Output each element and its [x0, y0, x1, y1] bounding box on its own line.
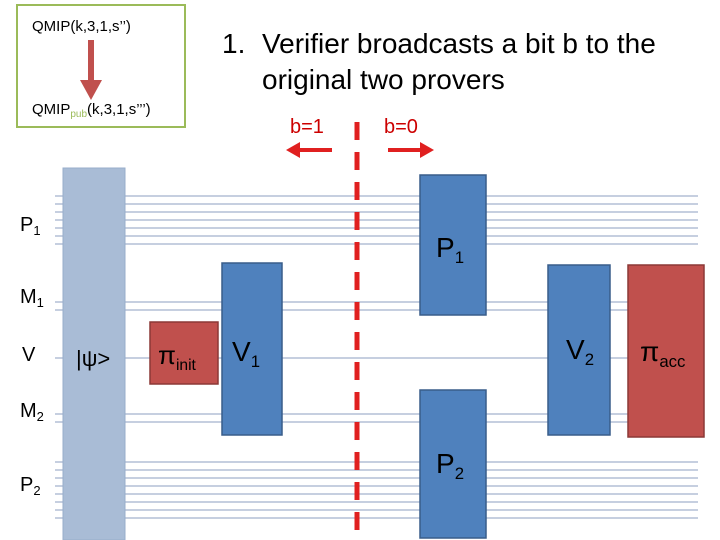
right-arrow: [388, 142, 434, 158]
pi-acc-box: [627, 264, 705, 438]
step-line-2: original two provers: [262, 64, 505, 95]
left-arrow: [286, 142, 332, 158]
row-label-m1: M1: [20, 286, 44, 310]
row-label-v: V: [22, 344, 36, 366]
v2-label: V2: [566, 334, 595, 369]
row-label-m2: M2: [20, 400, 44, 424]
p2-box: [419, 389, 487, 539]
pi-acc-label: πacc: [640, 336, 686, 371]
wire-group: [55, 195, 698, 519]
pi-init-label: πinit: [158, 340, 196, 374]
state-label: |ψ>: [76, 346, 111, 371]
step-number: 1.: [222, 28, 246, 59]
bit-label-right: b=0: [384, 116, 418, 138]
p2-label: P2: [436, 448, 465, 483]
row-label-p1: P1: [20, 214, 41, 238]
v1-box: [221, 262, 283, 436]
row-label-p2: P2: [20, 474, 41, 498]
v1-label: V1: [232, 336, 261, 371]
qmip-reduction-inset: QMIP(k,3,1,s’’) QMIPpub(k,3,1,s’’’): [16, 4, 186, 128]
v2-box: [547, 264, 611, 436]
p1-box: [419, 174, 487, 316]
qmip-original-label: QMIP(k,3,1,s’’): [32, 18, 131, 35]
bit-label-left: b=1: [290, 116, 324, 138]
reduction-arrow-icon: [80, 40, 102, 100]
state-column: [62, 167, 126, 540]
pi-init-box: [149, 321, 219, 385]
p1-label: P1: [436, 232, 465, 267]
step-line-1: Verifier broadcasts a bit b to the: [262, 28, 656, 59]
qmip-pub-label: QMIPpub(k,3,1,s’’’): [32, 101, 151, 120]
